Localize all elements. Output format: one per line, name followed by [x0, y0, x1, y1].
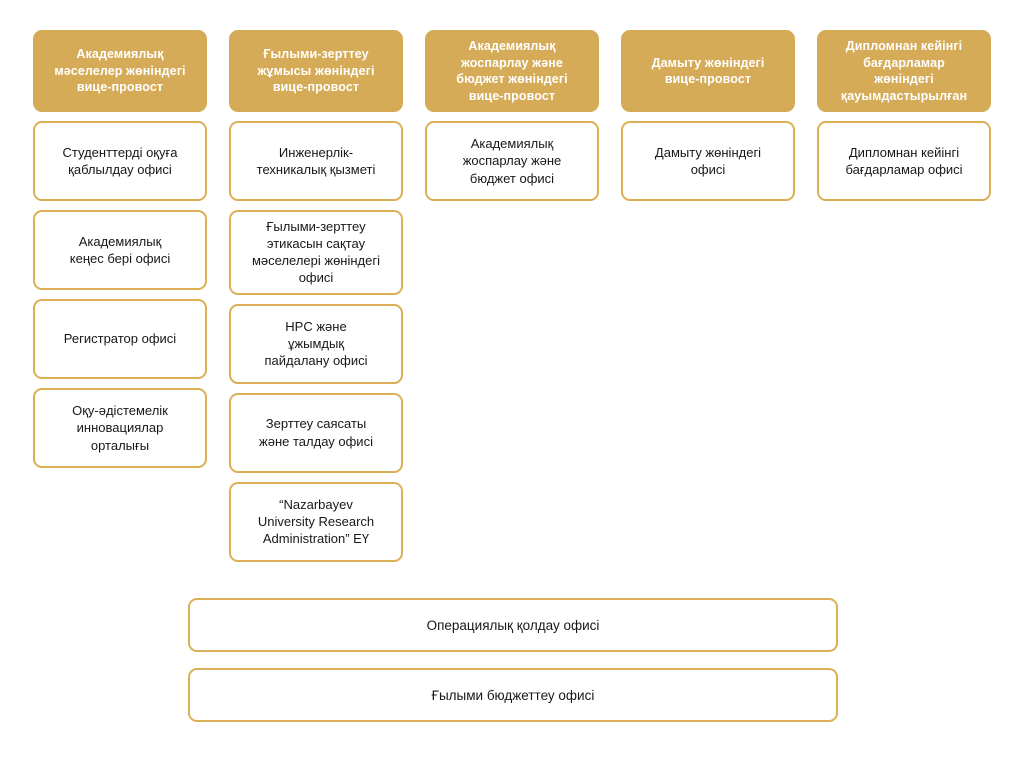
org-leaf-label: Студенттерді оқуға қаблылдау офисі [62, 144, 178, 177]
org-chart-columns: Академиялық мәселелер жөніндегі вице-про… [33, 30, 991, 562]
org-header-label: Академиялық мәселелер жөніндегі вице-про… [54, 47, 186, 95]
org-leaf-label: Зерттеу саясаты және талдау офисі [259, 416, 373, 449]
org-column-postgraduate: Дипломнан кейінгі бағдарламар жөніндегі … [817, 30, 991, 201]
org-leaf-node[interactable]: “Nazarbayev University Research Administ… [229, 481, 403, 562]
org-header-node[interactable]: Дамыту жөніндегі вице-провост [621, 30, 795, 112]
org-leaf-label: Ғылыми-зерттеу этикасын сақтау мәселелер… [251, 219, 380, 286]
org-wide-node-research-budgeting[interactable]: Ғылыми бюджеттеу офисі [188, 668, 838, 722]
org-column-academic-affairs: Академиялық мәселелер жөніндегі вице-про… [33, 30, 207, 468]
org-leaf-node[interactable]: Регистратор офисі [33, 299, 207, 379]
org-leaf-label: Дипломнан кейінгі бағдарламар офисі [845, 144, 963, 177]
org-leaf-label: Инженерлік- техникалық қызметі [256, 144, 376, 177]
org-wide-nodes: Операциялық қолдау офисі Ғылыми бюджетте… [188, 598, 838, 722]
org-leaf-node[interactable]: Студенттерді оқуға қаблылдау офисі [33, 121, 207, 201]
org-leaf-label: HPC және ұжымдық пайдалану офисі [264, 318, 368, 369]
org-header-node[interactable]: Дипломнан кейінгі бағдарламар жөніндегі … [817, 30, 991, 112]
org-header-label: Дамыту жөніндегі вице-провост [651, 55, 765, 87]
org-leaf-node[interactable]: Дипломнан кейінгі бағдарламар офисі [817, 121, 991, 201]
org-header-label: Ғылыми-зерттеу жұмысы жөніндегі вице-про… [257, 47, 375, 95]
org-leaf-label: “Nazarbayev University Research Administ… [257, 496, 375, 547]
org-wide-label: Ғылыми бюджеттеу офисі [431, 687, 595, 703]
org-leaf-node[interactable]: Дамыту жөніндегі офисі [621, 121, 795, 201]
org-column-research: Ғылыми-зерттеу жұмысы жөніндегі вице-про… [229, 30, 403, 562]
org-header-label: Академиялық жоспарлау және бюджет жөнінд… [456, 39, 568, 103]
org-leaf-node[interactable]: Оқу-әдістемелік инновациялар орталығы [33, 388, 207, 468]
org-header-label: Дипломнан кейінгі бағдарламар жөніндегі … [840, 39, 968, 103]
org-leaf-label: Дамыту жөніндегі офисі [654, 144, 762, 177]
org-leaf-label: Регистратор офисі [63, 331, 177, 347]
org-column-development: Дамыту жөніндегі вице-провост Дамыту жөн… [621, 30, 795, 201]
org-header-node[interactable]: Академиялық мәселелер жөніндегі вице-про… [33, 30, 207, 112]
org-leaf-node[interactable]: Зерттеу саясаты және талдау офисі [229, 392, 403, 473]
org-leaf-label: Оқу-әдістемелік инновациялар орталығы [72, 403, 168, 453]
org-header-node[interactable]: Ғылыми-зерттеу жұмысы жөніндегі вице-про… [229, 30, 403, 112]
org-leaf-node[interactable]: Инженерлік- техникалық қызметі [229, 121, 403, 201]
org-header-node[interactable]: Академиялық жоспарлау және бюджет жөнінд… [425, 30, 599, 112]
org-wide-node-operational-support[interactable]: Операциялық қолдау офисі [188, 598, 838, 652]
org-leaf-node[interactable]: Ғылыми-зерттеу этикасын сақтау мәселелер… [229, 210, 403, 295]
org-leaf-label: Академиялық кеңес бері офисі [69, 233, 171, 266]
org-column-planning-budget: Академиялық жоспарлау және бюджет жөнінд… [425, 30, 599, 201]
org-leaf-label: Академиялық жоспарлау және бюджет офисі [462, 136, 562, 186]
org-leaf-node[interactable]: HPC және ұжымдық пайдалану офисі [229, 303, 403, 384]
org-wide-label: Операциялық қолдау офисі [426, 617, 600, 633]
org-leaf-node[interactable]: Академиялық жоспарлау және бюджет офисі [425, 121, 599, 201]
org-leaf-node[interactable]: Академиялық кеңес бері офисі [33, 210, 207, 290]
